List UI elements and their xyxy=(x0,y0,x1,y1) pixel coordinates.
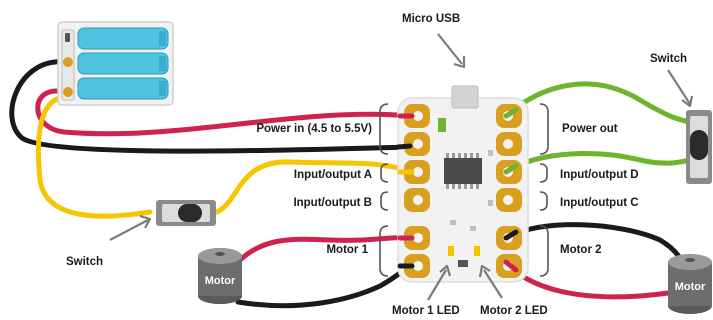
arrow-micro-usb xyxy=(437,33,463,65)
callout-arrows xyxy=(427,33,503,301)
arrow-switch-left xyxy=(109,219,149,241)
arrow-switch-right xyxy=(667,69,691,105)
label-power-in: Power in (4.5 to 5.5V) xyxy=(256,123,372,135)
bracket-io-d xyxy=(539,163,548,183)
brackets xyxy=(379,103,549,277)
arrow-head-micro-usb xyxy=(453,56,466,69)
battery-pack-icon xyxy=(57,21,174,106)
bracket-io-a xyxy=(380,163,389,183)
motor2-led-icon xyxy=(474,246,480,256)
label-switch-right: Switch xyxy=(650,53,687,65)
dc-motor-icon-left: Motor xyxy=(198,248,242,304)
label-motor1-port: Motor 1 xyxy=(326,244,368,256)
slide-switch-icon-left xyxy=(156,200,216,226)
label-power-out: Power out xyxy=(562,123,618,135)
arrow-head-switch-right xyxy=(681,95,694,108)
motor1-led-icon xyxy=(448,246,454,256)
wire-black-motor2 xyxy=(503,222,683,261)
label-io-d: Input/output D xyxy=(560,169,639,181)
bracket-io-b xyxy=(380,191,389,211)
label-motor-right: Motor xyxy=(675,281,706,293)
label-micro-usb: Micro USB xyxy=(402,13,460,25)
arrow-head-motor1-led xyxy=(439,264,452,277)
label-motor-left: Motor xyxy=(205,275,236,287)
chip xyxy=(444,153,482,189)
label-motor1-led: Motor 1 LED xyxy=(392,305,460,317)
slide-switch-icon-right xyxy=(686,110,712,184)
label-io-b: Input/output B xyxy=(293,197,372,209)
wire-yellow-battery-switch xyxy=(35,94,153,219)
label-motor2-led: Motor 2 LED xyxy=(480,305,548,317)
wire-red-motor2 xyxy=(503,259,681,300)
label-io-c: Input/output C xyxy=(560,197,639,209)
dc-motor-icon-right: Motor xyxy=(668,254,712,314)
wire-black-power xyxy=(9,59,413,154)
arrow-motor2-led xyxy=(483,269,503,299)
bracket-motor1 xyxy=(379,225,389,277)
label-io-a: Input/output A xyxy=(294,169,372,181)
bracket-power-in xyxy=(379,103,389,155)
arrow-motor1-led xyxy=(427,269,447,301)
bracket-power-out xyxy=(539,103,549,155)
wire-red-power xyxy=(35,88,415,137)
arrow-head-motor2-led xyxy=(478,264,491,278)
wire-green-power-out xyxy=(503,81,693,125)
wire-green-io-d xyxy=(503,151,693,175)
micro-usb-port-icon xyxy=(451,85,479,109)
wire-black-motor1 xyxy=(235,263,415,309)
bracket-motor2 xyxy=(539,225,549,277)
label-switch-left: Switch xyxy=(66,256,103,268)
bracket-io-c xyxy=(539,191,548,211)
label-motor2-port: Motor 2 xyxy=(560,244,602,256)
wire-red-motor1 xyxy=(235,235,415,265)
wire-yellow-switch-io xyxy=(211,159,415,216)
arrow-head-switch-left xyxy=(139,214,152,229)
